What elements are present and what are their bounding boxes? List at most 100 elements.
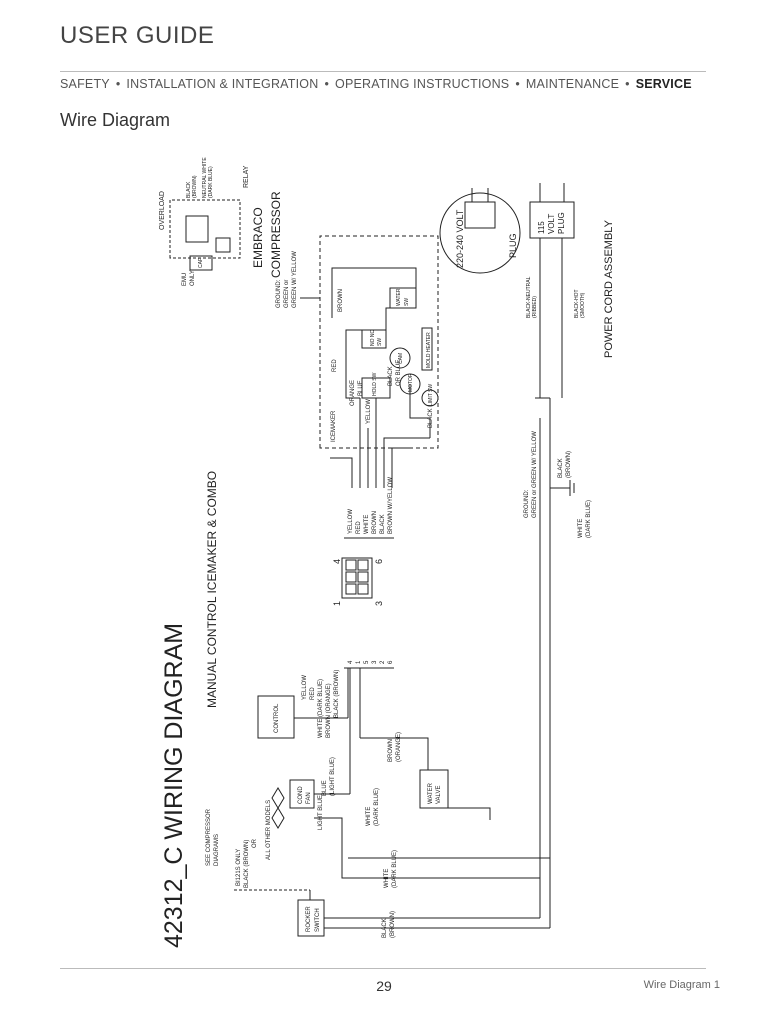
connector-pin-cell xyxy=(357,559,369,571)
compressor-cap xyxy=(189,255,213,271)
compressor-relay-block xyxy=(185,215,209,243)
icemaker-limit-sw xyxy=(421,389,439,407)
label-cord-ground-sub: GREEN or GREEN W/ YELLOW xyxy=(532,431,538,518)
label-ice-brown: BROWN xyxy=(338,289,344,312)
cond-fan-return-wire xyxy=(314,817,360,879)
label-overload: OVERLOAD xyxy=(159,191,166,230)
label-ice-black-blue: BLACK xyxy=(388,366,394,386)
icemaker-water-switch xyxy=(389,287,417,309)
label-or: OR xyxy=(252,838,258,848)
label-embraco: EMBRACO xyxy=(251,207,265,268)
icemaker-internal-wire-c xyxy=(345,329,362,399)
cond-fan-label-2: FAN xyxy=(306,792,312,804)
label-cord-white: WHITE xyxy=(578,519,584,538)
connector-pin-cell xyxy=(357,583,369,595)
icemaker-mold-heater xyxy=(421,327,433,371)
label-ice-ground: GROUND: xyxy=(276,279,282,308)
label-yellow-left: YELLOW xyxy=(302,675,308,700)
right-pin-black: BLACK xyxy=(380,514,386,534)
label-cap: CAP xyxy=(198,257,204,268)
nav-operating[interactable]: OPERATING INSTRUCTIONS xyxy=(335,77,510,91)
label-cord-hot-sub: (SMOOTH) xyxy=(580,292,586,318)
left-pin-1: 1 xyxy=(356,660,362,664)
rocker-switch-label: ROCKER xyxy=(306,906,312,932)
label-brown-valve: BROWN xyxy=(388,739,394,762)
right-pin-red: RED xyxy=(356,521,362,534)
label-cord-hot: BLACK-HOT xyxy=(574,289,580,318)
diagram-subtitle: MANUAL CONTROL ICEMAKER & COMBO xyxy=(205,471,219,708)
plug-220-circle xyxy=(439,192,521,274)
water-valve-wire-brown xyxy=(360,737,429,770)
label-comp-neutral: NEUTRAL WHITE xyxy=(202,157,208,198)
water-valve-wire-white xyxy=(440,807,491,820)
label-comp-black-sub: (BROWN) xyxy=(192,175,198,198)
label-black-bottom-sub: (BROWN) xyxy=(390,911,396,938)
left-pin-4: 4 xyxy=(348,660,354,664)
connector-pin-cell xyxy=(345,583,357,595)
wiring-diagram-svg: 42312_C WIRING DIAGRAM MANUAL CONTROL IC… xyxy=(159,157,615,948)
label-comp-black: BLACK xyxy=(186,181,192,198)
connector-housing xyxy=(341,557,373,599)
label-light-blue: LIGHT BLUE xyxy=(318,795,324,830)
label-emu: EMU xyxy=(182,273,188,286)
header-divider xyxy=(60,71,706,72)
label-white-valve-sub: (DARK BLUE) xyxy=(374,788,380,826)
label-limit-sw: LIMIT SW xyxy=(428,384,434,406)
control-box xyxy=(257,695,295,739)
nav-separator: • xyxy=(115,77,121,91)
nav-installation[interactable]: INSTALLATION & INTEGRATION xyxy=(126,77,319,91)
right-pin-brown-yellow: BROWN W/YELLOW xyxy=(388,477,394,534)
label-blue: BLUE xyxy=(322,780,328,796)
label-relay: RELAY xyxy=(243,165,250,188)
label-115-plug: PLUG xyxy=(557,212,566,234)
label-compressor: COMPRESSOR xyxy=(269,191,283,278)
wiring-diagram: 42312_C WIRING DIAGRAM MANUAL CONTROL IC… xyxy=(130,148,630,958)
connector-pin-label-6: 6 xyxy=(374,559,384,564)
label-brown-orange: BROWN (ORANGE) xyxy=(326,683,332,738)
page-label: Wire Diagram 1 xyxy=(643,979,720,991)
label-white-bottom-sub: (DARK BLUE) xyxy=(392,850,398,888)
label-white-valve: WHITE xyxy=(366,807,372,826)
label-motor: MOTOR xyxy=(408,373,414,392)
label-115: 115 xyxy=(537,221,546,234)
label-ice-black: BLACK xyxy=(428,408,434,428)
page-number: 29 xyxy=(376,978,392,994)
label-ice-ground-sub-2: GREEN W/ YELLOW xyxy=(292,251,298,308)
water-valve-label: WATER xyxy=(428,782,434,804)
section-title: Wire Diagram xyxy=(60,110,171,130)
label-blue-sub: (LIGHT BLUE) xyxy=(330,757,336,796)
label-brown-valve-sub: (ORANGE) xyxy=(396,732,402,762)
compressor-outline xyxy=(169,199,241,259)
label-220-plug: PLUG xyxy=(508,233,518,258)
connector-pin-label-4: 4 xyxy=(332,559,342,564)
label-ice-ground-sub-1: GREEN or xyxy=(284,280,290,308)
label-ice-blue: BLUE xyxy=(358,380,364,396)
label-white-left: WHITE (DARK BLUE) xyxy=(318,679,324,738)
section-nav: SAFETY•INSTALLATION & INTEGRATION•OPERAT… xyxy=(60,77,692,91)
nav-maintenance[interactable]: MAINTENANCE xyxy=(525,77,620,91)
right-pin-white: WHITE xyxy=(364,515,370,534)
cond-fan-icon xyxy=(271,787,285,829)
right-pin-brown: BROWN xyxy=(372,511,378,534)
label-ice-orange: ORANGE xyxy=(350,380,356,406)
nav-service[interactable]: SERVICE xyxy=(635,77,692,91)
left-pin-6: 6 xyxy=(388,660,394,664)
label-115-volt: VOLT xyxy=(547,214,556,234)
label-no-nc-sw: SW xyxy=(377,338,383,346)
left-pin-3: 3 xyxy=(372,660,378,664)
label-cord-ground: GROUND: xyxy=(524,489,530,518)
label-all-other-models: ALL OTHER MODELS xyxy=(266,800,272,860)
label-hold-sw: HOLD SW xyxy=(372,372,378,396)
label-mold-heater: MOLD HEATER xyxy=(426,332,432,368)
label-power-cord: POWER CORD ASSEMBLY xyxy=(603,219,615,358)
label-cord-neutral-sub: (RIBBED) xyxy=(532,296,538,318)
water-valve-label-2: VALVE xyxy=(436,786,442,804)
pin-wire-yellow xyxy=(330,457,353,488)
guide-title: USER GUIDE xyxy=(60,22,215,49)
left-pin-5: 5 xyxy=(364,660,370,664)
label-cord-white-sub: (DARK BLUE) xyxy=(586,500,592,538)
footer-divider xyxy=(60,968,706,969)
icemaker-internal-wire-d xyxy=(385,307,390,330)
connector-pin-cell xyxy=(345,559,357,571)
nav-safety[interactable]: SAFETY xyxy=(60,77,110,91)
